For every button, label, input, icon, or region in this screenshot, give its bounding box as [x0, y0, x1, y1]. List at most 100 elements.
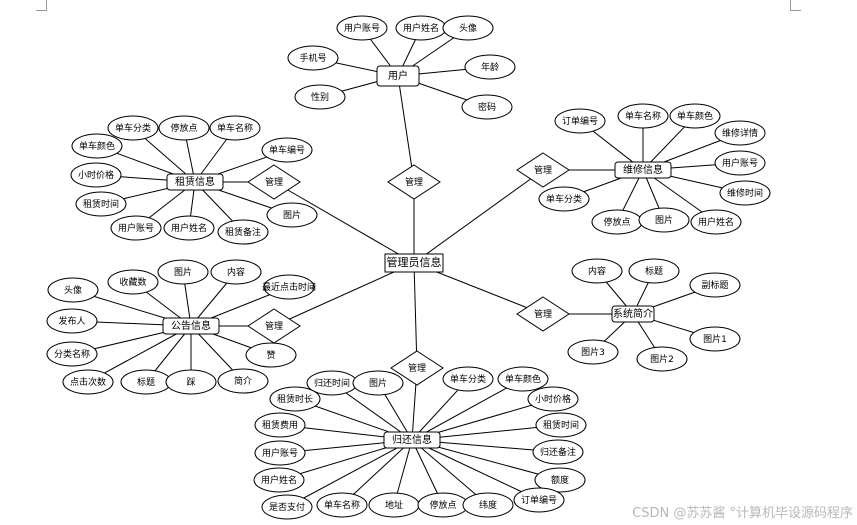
attribute-label-intro-1: 标题	[645, 265, 663, 277]
entity-label-return: 归还信息	[392, 433, 432, 446]
attribute-label-return-11: 额度	[551, 474, 569, 486]
attribute-label-return-6: 租赁费用	[262, 419, 298, 431]
attribute-label-notice-6: 分类名称	[54, 348, 90, 360]
attribute-label-notice-1: 图片	[174, 266, 192, 278]
entity-label-notice: 公告信息	[171, 319, 211, 332]
attribute-return-1	[352, 370, 404, 396]
attribute-label-notice-0: 收藏数	[119, 276, 146, 288]
attribute-repair-4	[714, 150, 766, 176]
attribute-notice-6	[46, 341, 98, 367]
attribute-repair-6	[538, 186, 590, 212]
attribute-label-user-5: 性别	[311, 91, 329, 103]
attribute-user-6	[461, 94, 513, 120]
watermark: CSDN @苏苏酱 °计算机毕设源码程序	[632, 506, 853, 521]
attribute-intro-5	[567, 339, 619, 365]
relation-label-manage_return: 管理	[408, 362, 426, 374]
attribute-notice-0	[107, 269, 159, 295]
relation-label-manage_intro: 管理	[534, 308, 552, 320]
hub-line-manage_repair	[413, 169, 544, 264]
relation-manage_notice	[247, 308, 301, 344]
attribute-return-10	[253, 467, 305, 493]
attribute-label-return-5: 小时价格	[535, 393, 571, 405]
attribute-label-return-1: 图片	[369, 377, 387, 389]
attribute-label-return-13: 单车名称	[324, 499, 360, 511]
attribute-return-11	[534, 467, 586, 493]
attribute-rental-5	[70, 162, 122, 188]
attribute-label-repair-2: 单车颜色	[677, 110, 713, 122]
diagram-shapes: 用户账号用户姓名头像手机号年龄性别密码单车分类停放点单车名称单车颜色单车编号小时…	[46, 15, 771, 520]
attribute-label-repair-0: 订单编号	[562, 115, 598, 127]
entity-rental	[166, 173, 224, 191]
entity-label-rental: 租赁信息	[175, 175, 215, 188]
attribute-rental-4	[261, 137, 313, 163]
attribute-label-notice-5: 发布人	[58, 315, 85, 327]
attribute-intro-4	[636, 346, 688, 372]
rel-line-manage_user	[397, 75, 415, 183]
attribute-label-notice-4: 最近点击时间	[262, 281, 316, 293]
attribute-label-return-2: 单车分类	[450, 373, 486, 385]
attribute-label-notice-2: 内容	[227, 266, 245, 278]
attribute-notice-10	[217, 368, 269, 394]
attribute-label-repair-1: 单车名称	[625, 110, 661, 122]
entity-repair	[614, 161, 672, 179]
entity-notice	[162, 317, 220, 335]
attribute-label-repair-8: 图片	[655, 214, 673, 226]
relation-manage_user	[387, 164, 441, 200]
attribute-label-rental-5: 小时价格	[78, 169, 114, 181]
attribute-label-intro-0: 内容	[588, 265, 606, 277]
attribute-label-return-3: 单车颜色	[505, 373, 541, 385]
attribute-return-3	[497, 366, 549, 392]
attribute-return-13	[316, 492, 368, 518]
attribute-rental-6	[75, 191, 127, 217]
attribute-intro-1	[628, 258, 680, 284]
attribute-user-4	[464, 54, 516, 80]
attribute-notice-3	[47, 277, 99, 303]
attribute-return-9	[532, 439, 584, 465]
entity-label-admin: 管理员信息	[387, 255, 442, 269]
attribute-notice-9	[165, 369, 217, 395]
attribute-label-rental-6: 租赁时间	[83, 198, 119, 210]
attribute-rental-9	[217, 219, 269, 245]
attribute-notice-11	[245, 342, 297, 368]
attribute-return-2	[442, 366, 494, 392]
attribute-label-user-6: 密码	[478, 101, 496, 113]
attribute-label-intro-4: 图片2	[650, 353, 674, 365]
attribute-return-6	[254, 412, 306, 438]
attribute-label-rental-4: 单车编号	[269, 144, 305, 156]
attribute-user-3	[287, 45, 339, 71]
attribute-return-4	[269, 386, 321, 412]
attr-line-return-12	[286, 439, 413, 508]
attribute-rental-2	[209, 115, 261, 141]
entity-label-repair: 维修信息	[623, 163, 663, 176]
attribute-return-16	[462, 492, 514, 518]
attribute-repair-5	[719, 180, 771, 206]
attribute-user-5	[294, 84, 346, 110]
attribute-intro-3	[689, 326, 741, 352]
attribute-label-return-0: 归还时间	[314, 377, 350, 389]
attribute-rental-3	[71, 133, 123, 159]
attribute-label-user-2: 头像	[459, 22, 477, 34]
attribute-label-notice-7: 点击次数	[70, 376, 106, 388]
attribute-repair-0	[554, 108, 606, 134]
attribute-label-intro-5: 图片3	[581, 346, 605, 358]
attribute-intro-2	[689, 272, 741, 298]
attribute-label-repair-7: 停放点	[603, 216, 630, 228]
attribute-notice-7	[62, 369, 114, 395]
attribute-rental-8	[163, 215, 215, 241]
attribute-label-rental-10: 图片	[283, 209, 301, 221]
attribute-rental-10	[266, 202, 318, 228]
attribute-return-17	[513, 487, 565, 513]
attribute-label-user-3: 手机号	[299, 52, 326, 64]
attribute-label-repair-5: 维修时间	[727, 187, 763, 199]
relation-label-manage_rental: 管理	[265, 176, 283, 188]
attribute-repair-3	[714, 120, 766, 146]
attribute-repair-1	[617, 103, 669, 129]
attribute-user-2	[442, 15, 494, 41]
attribute-repair-9	[690, 209, 742, 235]
attribute-label-intro-3: 图片1	[703, 333, 727, 345]
relation-label-manage_repair: 管理	[534, 164, 552, 176]
attribute-label-return-10: 用户姓名	[261, 474, 297, 486]
attribute-label-rental-8: 用户姓名	[171, 222, 207, 234]
attribute-notice-4	[263, 274, 315, 300]
attribute-repair-8	[638, 207, 690, 233]
